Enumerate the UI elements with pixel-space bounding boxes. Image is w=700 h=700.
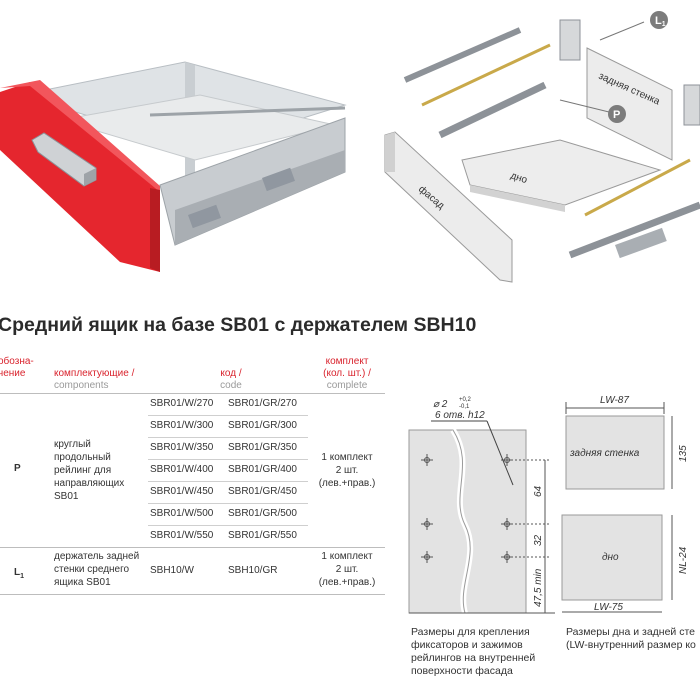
- badge-l1-text: L: [655, 15, 662, 27]
- row-p-code-w: SBR01/W/400: [150, 464, 214, 475]
- header-complete-ru: комплект: [325, 356, 369, 367]
- svg-text:⌀ 2: ⌀ 2: [433, 399, 448, 410]
- assembled-drawer-image: [0, 61, 347, 272]
- holes-spec: 6 отв. h12: [435, 410, 485, 421]
- row-l1-designation: L1: [14, 567, 25, 580]
- svg-text:L1: L1: [655, 15, 666, 28]
- panels-drawing: LW-87 задняя стенка 135 дно NL-24 LW-75: [561, 395, 689, 613]
- row-p-code-w: SBR01/W/270: [150, 398, 214, 409]
- row-p-complete: 1 комплект 2 шт. (лев.+прав.): [318, 452, 376, 489]
- row-p-code-gr: SBR01/GR/270: [228, 398, 297, 409]
- row-l1-code-gr: SBH10/GR: [228, 565, 278, 576]
- row-p-component: круглый продольный рейлинг для направляю…: [54, 439, 125, 502]
- tolerance-lower: -0,1: [459, 404, 470, 410]
- header-components-ru: комплектующие /: [54, 368, 135, 379]
- code-row-divider: [148, 503, 308, 504]
- row-p-code-gr: SBR01/GR/300: [228, 420, 297, 431]
- hole-diameter: ⌀ 2: [433, 399, 448, 410]
- header-designation: обозна- чение: [0, 356, 48, 380]
- dim-64: 64: [533, 485, 544, 497]
- row-l1-code-w: SBH10/W: [150, 565, 194, 576]
- header-code-ru: код /: [220, 368, 242, 379]
- dim-lw-87: LW-87: [600, 395, 629, 406]
- back-wall-drawing-label: задняя стенка: [569, 448, 640, 459]
- row-l1-complete: 1 комплект 2 шт. (лев.+прав.): [318, 551, 376, 588]
- badge-l1-icon: [650, 11, 668, 29]
- panels-drawing-caption: Размеры дна и задней сте (LW-внутренний …: [566, 626, 696, 651]
- row-p-code-gr: SBR01/GR/500: [228, 508, 297, 519]
- row-l1-component: держатель задней стенки среднего ящика S…: [54, 551, 140, 588]
- row-p-code-gr: SBR01/GR/450: [228, 486, 297, 497]
- badge-p-text: P: [613, 109, 620, 121]
- badge-p-icon: [608, 105, 626, 123]
- row-p-code-w: SBR01/W/500: [150, 508, 214, 519]
- dim-47-5-min: 47,5 min: [533, 568, 544, 607]
- dim-135: 135: [678, 445, 689, 462]
- header-complete: комплект (кол. шт.) / complete: [312, 356, 382, 392]
- header-code-en: code: [220, 380, 242, 391]
- dim-lw-75: LW-75: [594, 602, 623, 613]
- code-row-divider: [148, 525, 308, 526]
- facade-holes-drawing: ⌀ 2 +0,2 -0,1 6 отв. h12 64 32 47,5 min: [408, 397, 555, 614]
- header-complete-en: complete: [326, 380, 368, 391]
- badge-l1-sub: 1: [662, 21, 666, 28]
- page-title: Средний ящик на базе SB01 с держателем S…: [0, 314, 477, 336]
- facade-drawing-caption: Размеры для крепления фиксаторов и зажим…: [411, 626, 536, 677]
- row-p-code-gr: SBR01/GR/350: [228, 442, 297, 453]
- header-designation-ru: обозна-: [0, 356, 34, 367]
- header-components-en: components: [54, 380, 109, 391]
- bottom-label: дно: [509, 170, 529, 186]
- dim-32: 32: [533, 534, 544, 546]
- row-p-code-gr: SBR01/GR/400: [228, 464, 297, 475]
- tolerance-upper: +0,2: [459, 397, 472, 403]
- code-row-divider: [148, 481, 308, 482]
- row-p-code-w: SBR01/W/450: [150, 486, 214, 497]
- drawer-illustration: задняя стенка дно фасад L1 P: [0, 11, 700, 283]
- row-p-designation: P: [14, 463, 21, 474]
- dim-nl-24: NL-24: [678, 546, 689, 574]
- header-code: код / code: [206, 368, 256, 392]
- header-components: комплектующие / components: [54, 368, 134, 392]
- row-p-code-w: SBR01/W/350: [150, 442, 214, 453]
- row-p-code-gr: SBR01/GR/550: [228, 530, 297, 541]
- header-complete-ru2: (кол. шт.) /: [323, 368, 371, 379]
- header-designation-ru2: чение: [0, 368, 26, 379]
- row-p-code-w: SBR01/W/550: [150, 530, 214, 541]
- row-p-code-w: SBR01/W/300: [150, 420, 214, 431]
- exploded-view-image: задняя стенка дно фасад L1 P: [384, 11, 700, 283]
- code-row-divider: [148, 437, 308, 438]
- code-row-divider: [148, 415, 308, 416]
- code-row-divider: [148, 459, 308, 460]
- bottom-drawing-label: дно: [602, 552, 619, 563]
